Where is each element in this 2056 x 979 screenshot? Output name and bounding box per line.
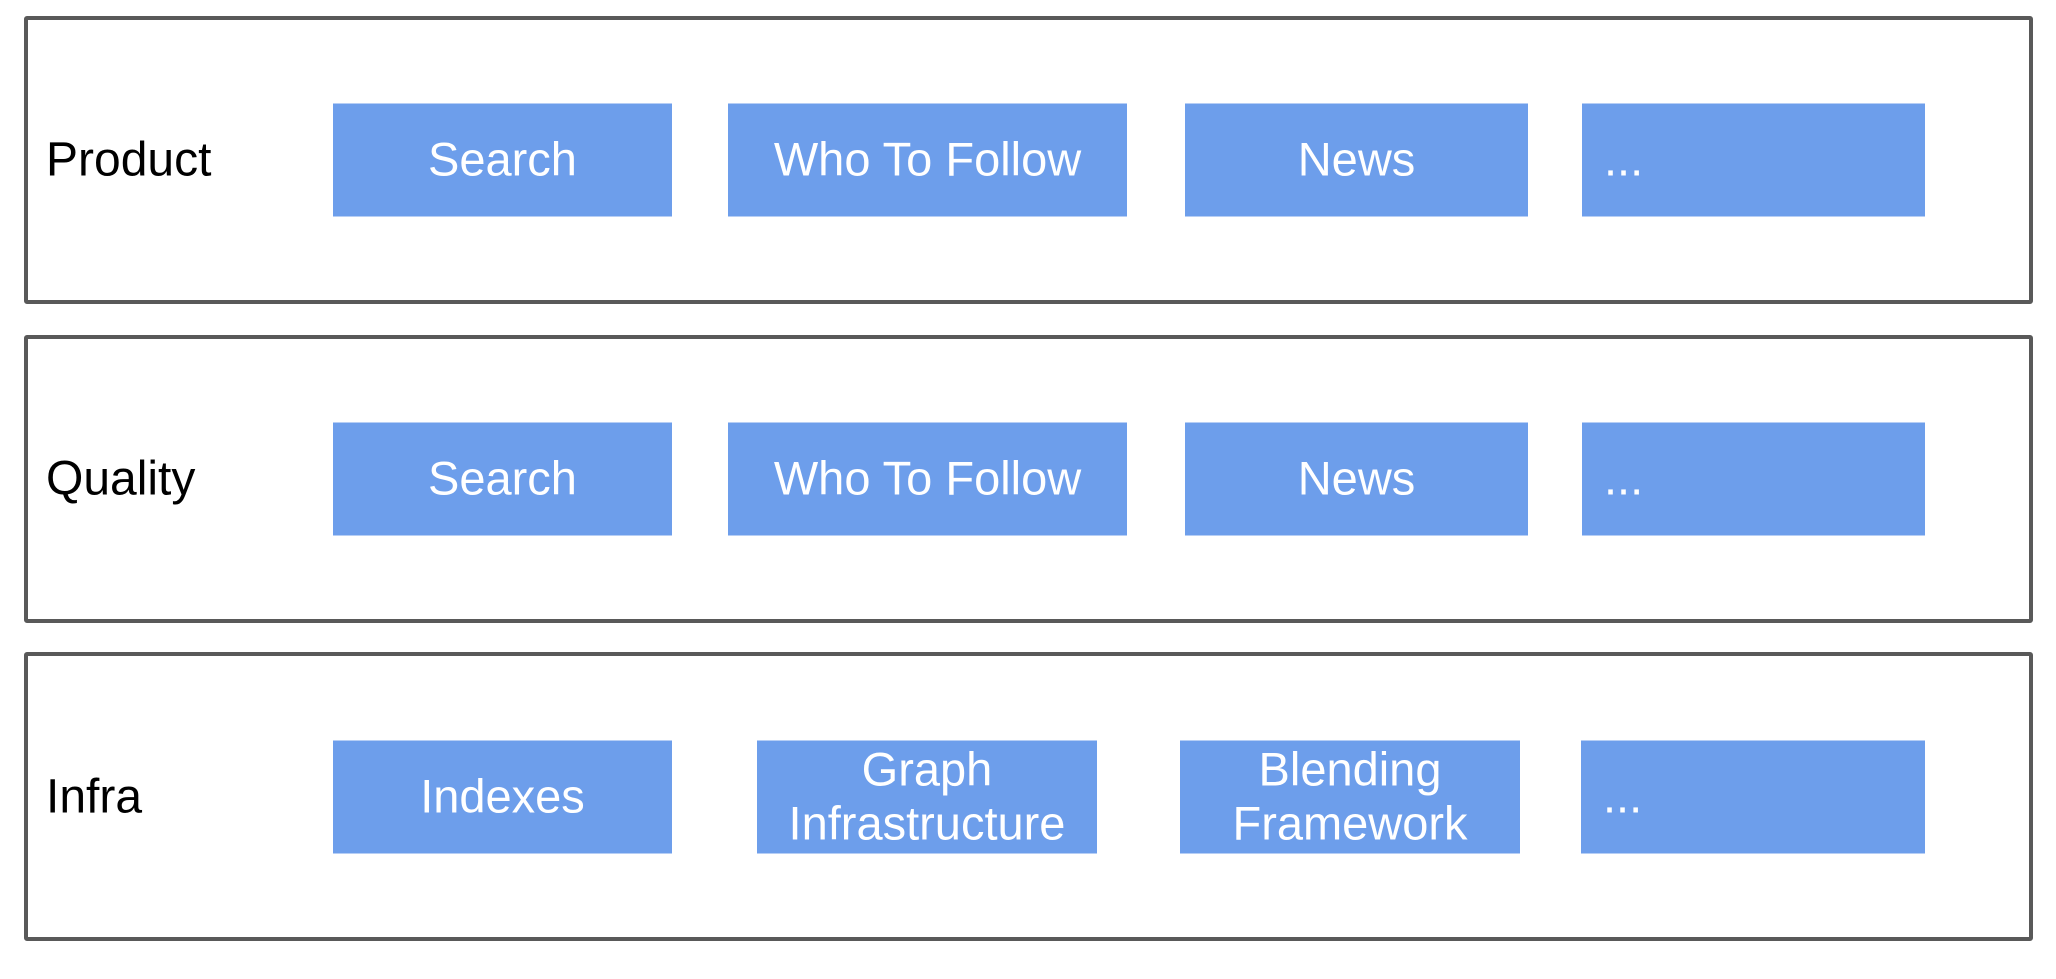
more-infra-box: ... [1581,740,1925,853]
news-box: News [1185,422,1528,536]
layer-label-quality: Quality [46,452,196,506]
more-products-box: ... [1582,103,1925,217]
search-box: Search [333,103,672,217]
quality-layer: Quality Search Who To Follow News ... [24,335,2033,623]
search-box: Search [333,422,672,536]
who-to-follow-box: Who To Follow [728,422,1127,536]
blending-framework-box: Blending Framework [1180,740,1520,853]
news-box: News [1185,103,1528,217]
indexes-box: Indexes [333,740,672,853]
layer-label-infra: Infra [46,770,143,823]
infra-layer: Infra Indexes Graph Infrastructure Blend… [24,652,2033,941]
layer-label-product: Product [46,133,212,187]
more-quality-box: ... [1582,422,1925,536]
product-layer: Product Search Who To Follow News ... [24,16,2033,304]
graph-infrastructure-box: Graph Infrastructure [757,740,1097,853]
who-to-follow-box: Who To Follow [728,103,1127,217]
